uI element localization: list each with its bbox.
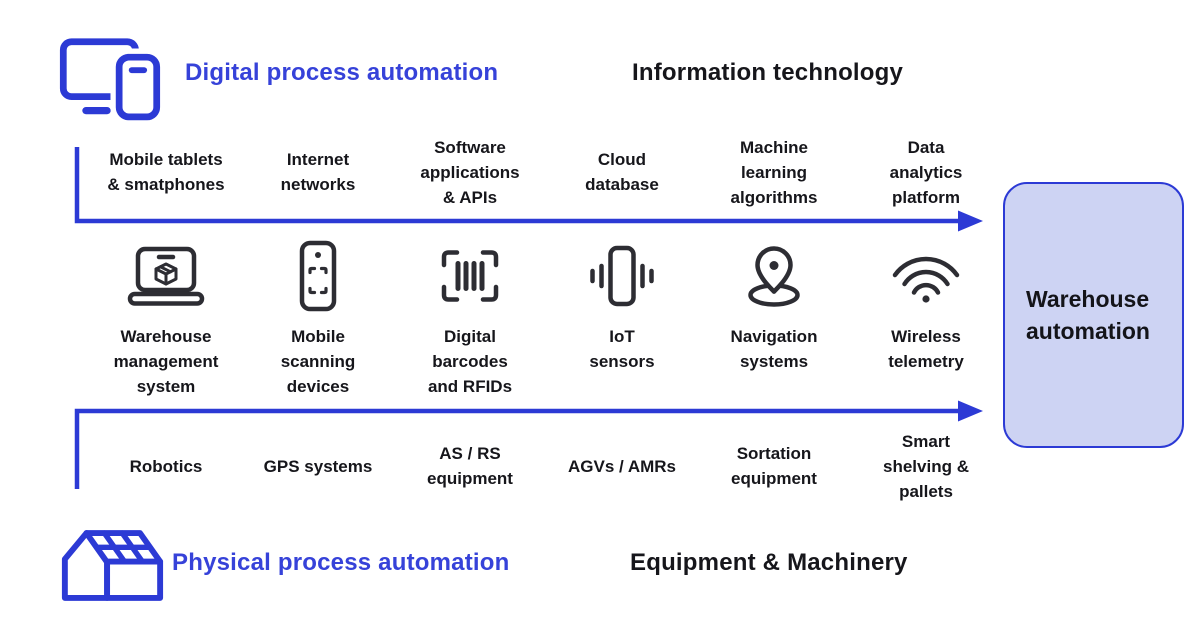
equipment-layer-row: Robotics GPS systems AS / RS equipment A… xyxy=(90,418,1002,514)
tech-label: Warehouse management system xyxy=(113,327,219,396)
scanner-phone-icon xyxy=(242,232,394,320)
tech-label: IoT sensors xyxy=(589,327,655,371)
laptop-package-icon xyxy=(90,232,242,320)
warehouse-building-icon xyxy=(57,526,167,603)
warehouse-automation-box: Warehouse automation xyxy=(1003,182,1184,448)
physical-process-heading: Physical process automation xyxy=(172,549,510,576)
tech-label: Wireless telemetry xyxy=(888,327,964,371)
tech-label: Digital barcodes and RFIDs xyxy=(427,327,513,396)
equipment-label: GPS systems xyxy=(263,456,373,476)
digital-process-heading: Digital process automation xyxy=(185,59,499,86)
equipment-label: Smart shelving & pallets xyxy=(883,431,969,501)
tech-label: Navigation systems xyxy=(730,327,818,371)
devices-icon xyxy=(58,28,162,122)
it-label: Internet networks xyxy=(280,150,356,194)
tech-icons-row xyxy=(90,232,1002,320)
equipment-machinery-heading: Equipment & Machinery xyxy=(630,549,908,576)
it-label: Machine learning algorithms xyxy=(730,137,818,207)
it-label: Cloud database xyxy=(585,150,659,194)
tech-label: Mobile scanning devices xyxy=(280,327,356,396)
equipment-label: Sortation equipment xyxy=(731,444,817,488)
equipment-label: AS / RS equipment xyxy=(427,444,513,488)
it-label: Data analytics platform xyxy=(889,137,963,207)
wifi-icon xyxy=(850,232,1002,320)
information-technology-heading: Information technology xyxy=(632,59,904,86)
it-label: Software applications & APIs xyxy=(420,137,520,207)
it-layer-row: Mobile tablets & smatphones Internet net… xyxy=(90,124,1002,220)
vibrating-phone-icon xyxy=(546,232,698,320)
equipment-label: Robotics xyxy=(129,456,203,476)
equipment-label: AGVs / AMRs xyxy=(567,456,676,476)
barcode-scan-icon xyxy=(394,232,546,320)
tech-labels-row: Warehouse management system Mobile scann… xyxy=(90,324,1002,408)
it-label: Mobile tablets & smatphones xyxy=(107,150,225,194)
location-pin-icon xyxy=(698,232,850,320)
warehouse-automation-box-label: Warehouse automation xyxy=(1026,286,1150,344)
